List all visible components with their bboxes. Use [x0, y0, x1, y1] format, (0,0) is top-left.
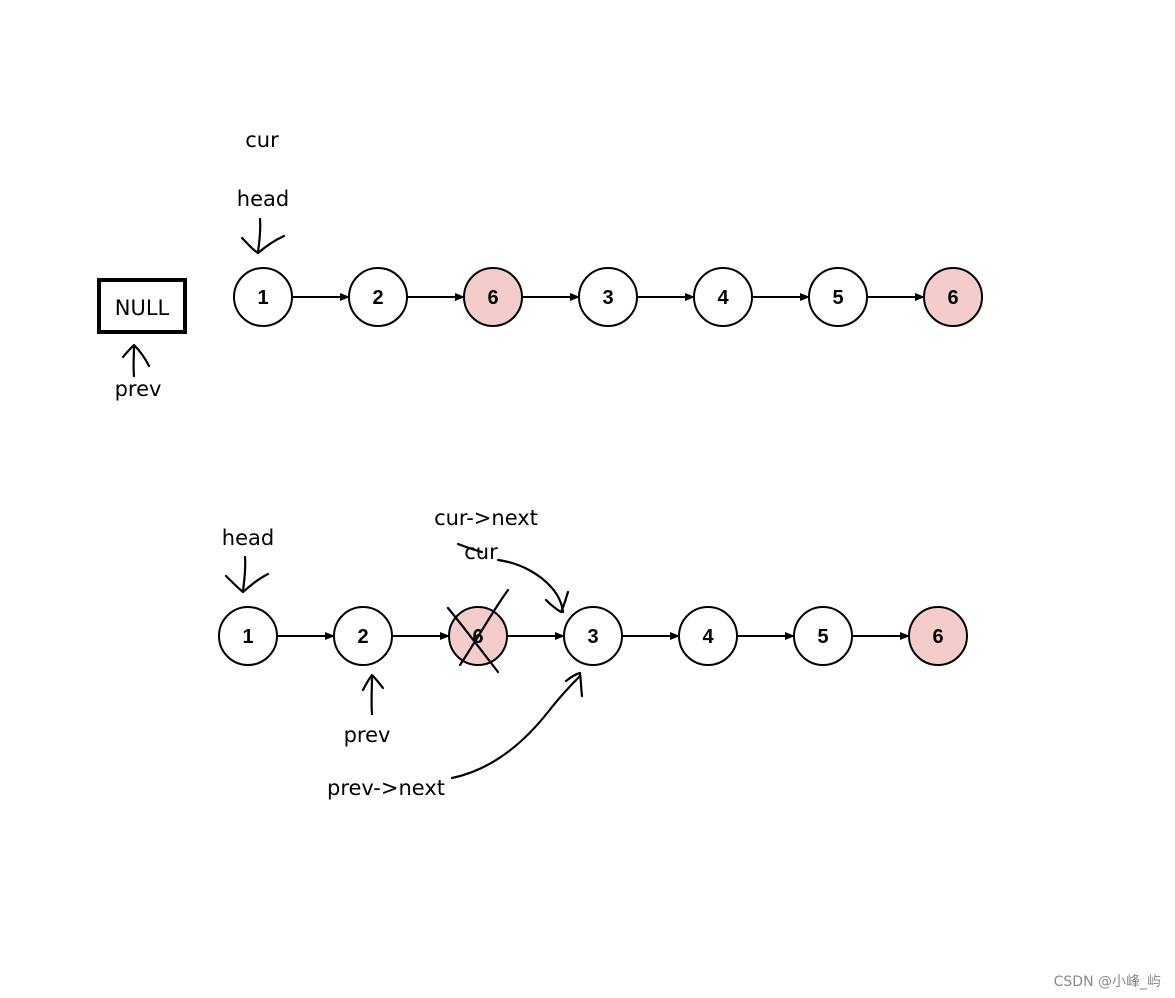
node-value: 2 — [357, 626, 368, 648]
node-circle — [578, 267, 638, 327]
node-circle — [218, 606, 278, 666]
top-list-node: 6 — [923, 267, 983, 327]
cur-next-curved-arrow — [496, 558, 570, 614]
watermark: CSDN @小峰_屿 — [1054, 974, 1161, 990]
node-circle — [333, 606, 393, 666]
head-label: head — [222, 526, 274, 550]
top-list-node: 5 — [808, 267, 868, 327]
prev-label: prev — [115, 377, 162, 401]
cur-label: cur — [464, 540, 498, 564]
node-value: 3 — [602, 287, 613, 309]
top-diagram: cur head NULL prev 1 2 6 3 4 5 6 — [97, 128, 983, 401]
bottom-list-node: 2 — [333, 606, 393, 666]
head-pointer-arrow — [224, 555, 270, 594]
cur-label: cur — [245, 128, 279, 152]
node-value: 3 — [587, 626, 598, 648]
bottom-list-node: 6 — [908, 606, 968, 666]
top-nodes: 1 2 6 3 4 5 6 — [233, 267, 983, 327]
node-circle — [808, 267, 868, 327]
node-circle — [793, 606, 853, 666]
highlighted-node-circle — [908, 606, 968, 666]
node-circle — [348, 267, 408, 327]
null-label: NULL — [115, 296, 170, 320]
node-value: 6 — [932, 626, 943, 648]
prev-next-curved-arrow — [450, 671, 584, 780]
node-value: 6 — [947, 287, 958, 309]
head-label: head — [237, 187, 289, 211]
bottom-list-node: 5 — [793, 606, 853, 666]
null-box — [97, 278, 187, 334]
node-value: 1 — [242, 626, 253, 648]
bottom-list-node: 1 — [218, 606, 278, 666]
node-value: 2 — [372, 287, 383, 309]
node-circle — [563, 606, 623, 666]
node-value: 5 — [817, 626, 828, 648]
highlighted-node-circle — [923, 267, 983, 327]
cur-label-scribble — [456, 542, 484, 554]
prev-next-label: prev->next — [327, 776, 445, 800]
node-circle — [678, 606, 738, 666]
bottom-list-node: 3 — [563, 606, 623, 666]
head-pointer-arrow — [240, 217, 286, 255]
top-list-node: 1 — [233, 267, 293, 327]
node-value: 6 — [487, 287, 498, 309]
cross-out-mark — [446, 588, 510, 674]
node-value: 4 — [717, 287, 729, 309]
node-value: 5 — [832, 287, 843, 309]
node-circle — [233, 267, 293, 327]
prev-pointer-arrow — [361, 673, 385, 716]
node-circle — [693, 267, 753, 327]
top-list-node: 6 — [463, 267, 523, 327]
node-value: 4 — [702, 626, 714, 648]
highlighted-node-circle — [463, 267, 523, 327]
top-list-node: 2 — [348, 267, 408, 327]
top-list-node: 4 — [693, 267, 753, 327]
prev-pointer-arrow — [121, 343, 151, 378]
node-value: 1 — [257, 287, 268, 309]
bottom-list-node: 4 — [678, 606, 738, 666]
top-list-node: 3 — [578, 267, 638, 327]
prev-label: prev — [344, 723, 391, 747]
cur-next-label: cur->next — [434, 506, 538, 530]
